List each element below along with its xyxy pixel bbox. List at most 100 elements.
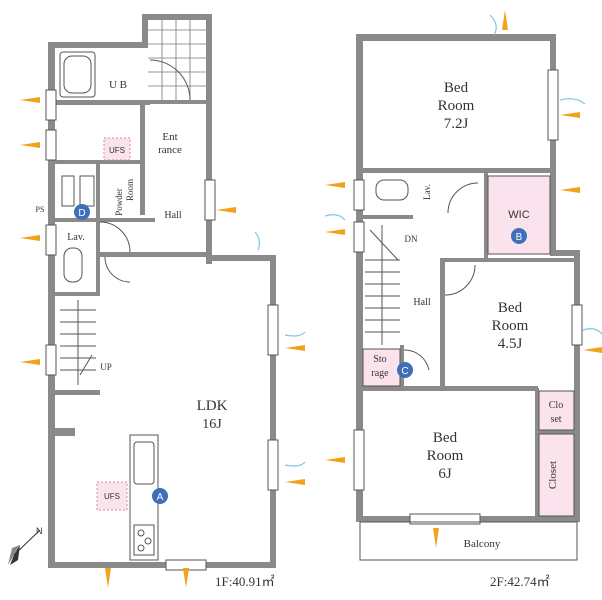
marker-d-label: D [78, 208, 85, 219]
marker-d [74, 204, 90, 220]
ufs-box [96, 481, 128, 511]
f2-wall [440, 258, 575, 262]
toilet-tank [61, 175, 75, 207]
f1-wall [55, 218, 155, 222]
f2-wall [535, 430, 575, 434]
f1-wall [48, 42, 148, 48]
stairs-dn-label: DN [405, 234, 418, 244]
ventilation-indicators-2f [324, 10, 602, 548]
room-powder: Powder [114, 188, 124, 216]
f2-wall [535, 388, 539, 516]
lav-door-swing [99, 221, 131, 253]
stairs-up-label: UP [100, 362, 112, 372]
toilet [63, 247, 83, 283]
f1-wall [142, 14, 212, 20]
marker-a-label: A [157, 492, 164, 503]
f1-wall [48, 562, 276, 568]
window [353, 221, 365, 253]
closet-area [538, 433, 575, 517]
marker-c [397, 362, 413, 378]
f1-wall [55, 390, 100, 395]
f2-wall [550, 250, 580, 256]
bathtub-inner [63, 55, 92, 94]
f2-wall [356, 34, 556, 41]
window [45, 344, 57, 376]
room-bed2: Bed [498, 300, 523, 316]
stove [133, 524, 155, 556]
f2-wall [363, 168, 553, 173]
marker-a [152, 488, 168, 504]
window [571, 304, 583, 346]
floor-1-plan: A D U B Ent rance Powder Room Hall Lav. … [20, 14, 306, 589]
window [353, 179, 365, 211]
f1-wall [55, 292, 100, 296]
window [204, 179, 216, 221]
room-hall-2f: Hall [413, 297, 430, 308]
bed2-door-swing [444, 264, 476, 296]
room-closet-small-line2: set [550, 414, 561, 425]
room-closet-small: Clo [549, 400, 563, 411]
room-bed1: Bed [444, 80, 469, 96]
room-wic: WIC [508, 209, 529, 221]
compass-north: N [36, 526, 43, 536]
f1-wall [270, 255, 276, 568]
ufs-label-ldk: UFS [104, 492, 120, 501]
entrance-door-swing [149, 59, 191, 101]
burner [137, 529, 145, 537]
f1-wall [142, 14, 148, 48]
room-bed3: Bed [433, 430, 458, 446]
compass: N [8, 526, 43, 565]
room-bed2-line2: Room [492, 318, 529, 334]
ps-label: PS [36, 205, 45, 214]
hall-door-swing [104, 256, 131, 283]
room-ldk: LDK [197, 398, 228, 414]
f1-wall [96, 164, 100, 294]
room-entrance-line1: Ent [162, 131, 177, 143]
room-hall: Hall [164, 210, 181, 221]
f2-wall [363, 386, 538, 391]
room-bed1-line2: Room [438, 98, 475, 114]
window [45, 224, 57, 256]
f1-wall [100, 252, 210, 257]
f2-wall [356, 34, 363, 522]
entrance-tiles [148, 20, 206, 100]
balcony-label: Balcony [464, 538, 501, 550]
window [267, 304, 279, 356]
room-bed3-line2: Room [427, 448, 464, 464]
room-storage: Sto [373, 354, 386, 365]
stairs-1f [60, 300, 96, 385]
f2-wall [550, 34, 556, 254]
room-lav-2f: Lav. [422, 184, 432, 200]
room-entrance-line2: rance [158, 144, 182, 156]
window [547, 69, 559, 141]
f2-wall [484, 173, 488, 258]
room-ldk-size: 16J [202, 417, 222, 432]
room-bed3-size: 6J [438, 466, 452, 482]
ufs-box [103, 137, 131, 161]
window [353, 429, 365, 491]
marker-b [511, 228, 527, 244]
f1-wall [55, 428, 75, 436]
storage-door-swing [403, 349, 430, 371]
bathtub [59, 51, 96, 98]
ufs-label-bath: UFS [109, 146, 125, 155]
powder-sink [79, 175, 95, 207]
floor-2-plan: B C Bed Room 7.2J Lav. WIC DN Hall Bed R… [324, 10, 602, 589]
burner [144, 537, 152, 545]
marker-c-label: C [401, 366, 408, 377]
kitchen-sink [133, 441, 155, 485]
balcony-outline [359, 521, 578, 561]
window [45, 89, 57, 121]
floor1-area: 1F:40.91㎡ [215, 574, 275, 589]
stairs-2f [365, 225, 400, 345]
window [409, 513, 481, 525]
room-lav: Lav. [67, 232, 84, 243]
f1-wall [55, 100, 150, 105]
f2-wall [440, 258, 445, 388]
marker-b-label: B [516, 232, 523, 243]
room-ub: U B [109, 79, 127, 91]
burner [137, 544, 145, 552]
f1-wall [48, 42, 55, 568]
f1-wall [140, 100, 145, 215]
